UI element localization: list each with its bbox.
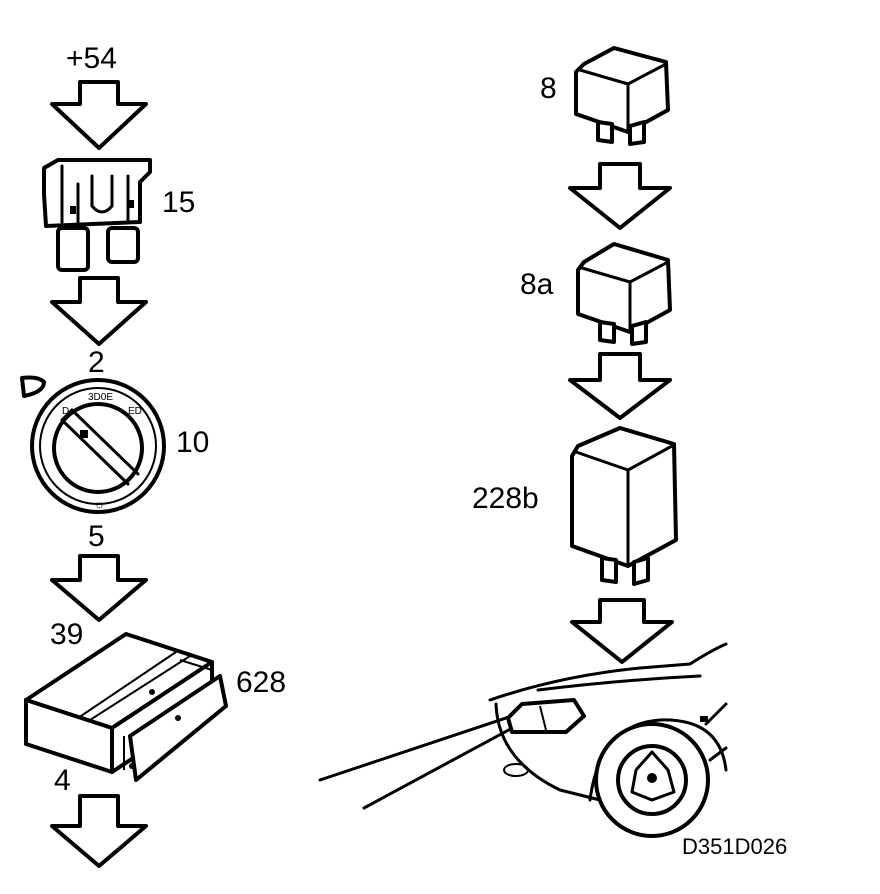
module-output-label: 4 [54, 764, 71, 797]
control-module-icon [24, 632, 228, 782]
svg-text:3D0E: 3D0E [88, 392, 113, 403]
car-front-icon [318, 642, 728, 838]
switch-output-label: 5 [88, 520, 105, 553]
supply-label: +54 [66, 42, 117, 75]
switch-label: 10 [176, 426, 210, 459]
arrow-down-icon [50, 554, 148, 622]
relay-icon [576, 242, 672, 346]
relay-1-label: 8 [540, 72, 557, 105]
relay-3-label: 228b [472, 482, 539, 515]
relay-icon [574, 46, 670, 146]
module-input-label: 39 [50, 618, 84, 651]
arrow-down-icon [568, 352, 672, 420]
headlamp-symbol-icon [20, 375, 46, 398]
relay-2-label: 8a [520, 268, 554, 301]
relay-icon [570, 426, 678, 586]
fuse-label: 15 [162, 186, 196, 219]
arrow-down-icon [570, 598, 674, 664]
fuse-icon [42, 158, 152, 272]
svg-text:☼: ☼ [94, 497, 105, 511]
svg-text:ED: ED [128, 406, 142, 417]
switch-input-label: 2 [88, 346, 105, 379]
module-label: 628 [236, 666, 287, 699]
light-switch-icon: D 3D0E ED ☼ [30, 378, 166, 514]
arrow-down-icon [50, 276, 148, 346]
arrow-down-icon [50, 794, 148, 868]
svg-text:D: D [62, 406, 69, 417]
figure-code-label: D351D026 [682, 834, 788, 859]
arrow-down-icon [568, 162, 672, 230]
arrow-down-icon [50, 80, 148, 150]
